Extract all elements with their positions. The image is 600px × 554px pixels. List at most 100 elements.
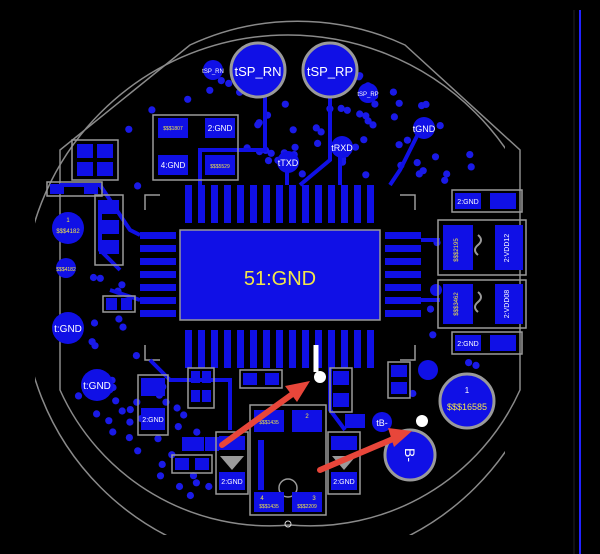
sp-rn-small-label: tSP_RN — [202, 69, 224, 75]
via — [126, 406, 134, 414]
via — [105, 417, 113, 425]
via — [74, 392, 83, 400]
via — [419, 167, 427, 175]
annotation-arrow-right — [317, 428, 412, 473]
via — [472, 361, 480, 369]
chip-pins-right — [385, 232, 421, 317]
part-2209-label: $$$2209 — [297, 504, 317, 510]
gnd-left-pad-1[interactable] — [52, 312, 84, 344]
via — [192, 479, 200, 487]
via — [422, 100, 430, 108]
via — [264, 157, 273, 165]
annotation-arrow-left — [219, 381, 310, 448]
via — [184, 95, 192, 103]
pad-gnd-c[interactable] — [141, 408, 165, 430]
via — [134, 447, 142, 455]
via — [395, 141, 403, 149]
via — [441, 176, 449, 184]
speaker-rp-label: tSP_RP — [307, 64, 353, 79]
component-lower-left — [137, 374, 169, 436]
part-vdd12-label: 2:VDD12 — [504, 234, 511, 263]
inductor-vdd08[interactable] — [437, 279, 527, 329]
chip-pins-bottom — [185, 330, 374, 368]
num-1c: 1 — [465, 386, 470, 395]
via — [281, 100, 289, 108]
sp-rp-small-pad[interactable] — [358, 83, 378, 103]
pad-gnd-a[interactable] — [205, 118, 235, 138]
via — [206, 86, 214, 94]
chip-pins-top — [185, 185, 374, 223]
via — [115, 315, 123, 323]
via — [175, 482, 184, 491]
diode-left[interactable] — [215, 431, 249, 495]
pad-4182-a[interactable] — [52, 212, 84, 244]
via — [125, 125, 133, 133]
via — [343, 106, 351, 114]
gnd-b-label: 4:GND — [161, 161, 186, 170]
pad-4182-b[interactable] — [56, 258, 76, 278]
via — [154, 435, 162, 443]
via — [443, 170, 451, 178]
gnd-c-label: 2:GND — [142, 417, 163, 424]
bplus-label: tB- — [376, 418, 388, 428]
via — [429, 331, 437, 339]
part-1807-label: $$$1807 — [163, 126, 183, 132]
pad-5529[interactable] — [205, 155, 235, 175]
num-3: 3 — [312, 496, 316, 502]
part-5529-label: $$$5529 — [210, 164, 230, 170]
via — [158, 460, 166, 468]
via — [193, 428, 201, 436]
via — [389, 88, 397, 96]
via — [254, 121, 262, 129]
via — [362, 171, 370, 179]
txd-pad[interactable] — [277, 151, 299, 173]
highlight-dot-left — [314, 371, 326, 383]
via — [174, 423, 182, 431]
inductor-vdd12[interactable] — [437, 219, 527, 276]
via — [431, 153, 440, 161]
via — [186, 491, 194, 500]
speaker-rp-pad[interactable] — [301, 41, 359, 99]
component-left-small — [71, 139, 119, 181]
pad-gnd-b[interactable] — [158, 155, 188, 175]
gnd-f-label: 2:GND — [457, 199, 478, 206]
gnd-left-pad-2[interactable] — [81, 369, 113, 401]
via — [356, 110, 364, 118]
via — [205, 482, 213, 491]
via — [291, 143, 299, 151]
gnd-d-label: 2:GND — [221, 479, 242, 486]
center-gnd-pad[interactable] — [179, 229, 381, 321]
via — [89, 273, 98, 282]
rxd-pad[interactable] — [331, 136, 353, 158]
sp-rn-small-pad[interactable] — [203, 60, 223, 80]
part-3462-label: $$$3462 — [454, 292, 460, 316]
pad-1807[interactable] — [158, 118, 188, 138]
highlight-dot-right — [416, 415, 428, 427]
component-left-horizontal — [46, 181, 103, 197]
via — [413, 159, 421, 167]
chip-pins-left — [140, 232, 176, 317]
num-4: 4 — [260, 496, 264, 502]
gnd-top-pad[interactable] — [413, 117, 435, 139]
capacitor-16585[interactable] — [438, 372, 496, 430]
speaker-rn-pad[interactable] — [229, 41, 287, 99]
part-4182-label-b: $$$4182 — [56, 267, 76, 273]
via — [312, 124, 320, 132]
gnd-g-label: 2:GND — [457, 341, 478, 348]
diode-right[interactable] — [327, 431, 361, 495]
mosfet-block[interactable] — [249, 404, 327, 516]
via — [126, 418, 134, 426]
chip-outline-corners — [144, 194, 416, 361]
via — [298, 170, 306, 178]
board-circle-outline — [35, 34, 505, 535]
gnd-a-label: 2:GND — [208, 124, 233, 133]
via — [403, 136, 411, 144]
num-1a: 1 — [66, 218, 70, 224]
part-1435-label: $$$1435 — [259, 504, 279, 510]
via — [90, 319, 99, 327]
via — [317, 128, 325, 136]
bplus-pad[interactable] — [372, 412, 392, 432]
via — [371, 100, 379, 108]
